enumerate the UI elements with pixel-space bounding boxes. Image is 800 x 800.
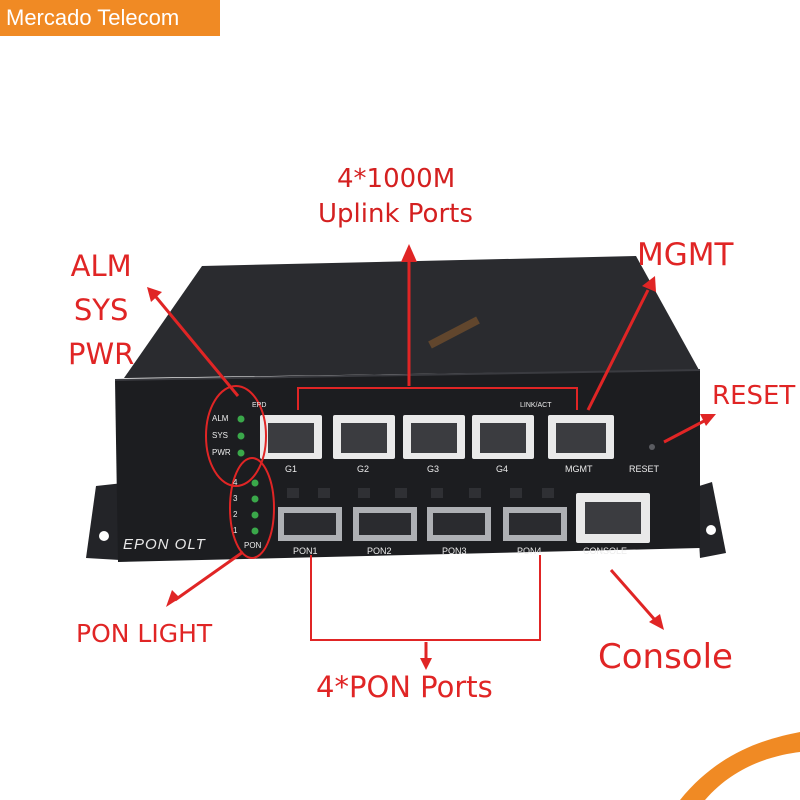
pon-led-2 [251, 511, 259, 519]
pon-led-1 [251, 527, 259, 535]
pon-led-3 [251, 495, 259, 503]
port-label-pon3: PON3 [442, 546, 467, 556]
pon-ports-callout: 4*PON Ports [316, 670, 493, 704]
port-label-pon4: PON4 [517, 546, 542, 556]
watermark-streak [428, 316, 480, 349]
right-ear-hole [706, 525, 716, 535]
console-port-shape [576, 493, 650, 543]
port-label-console: CONSOLE [583, 546, 628, 556]
left-ear-hole [99, 531, 109, 541]
reset-callout: RESET [712, 381, 796, 411]
pon-led-label-4: 4 [233, 478, 238, 487]
pon-led-group-label: PON [244, 541, 262, 550]
sys-led [237, 432, 245, 440]
callout-arrows [147, 244, 716, 670]
port-label-reset: RESET [629, 464, 660, 474]
console-callout: Console [598, 637, 733, 677]
port-label-g1: G1 [285, 464, 298, 474]
pon-tick-marks [287, 488, 554, 498]
port-label-g3: G3 [427, 464, 440, 474]
corner-swoosh-graphic [680, 732, 800, 800]
pon-led-4 [251, 479, 259, 487]
watermark-logo: Mercado Telecom [0, 0, 220, 36]
mgmt-port-shape [548, 415, 614, 459]
uplink-ports-callout: Uplink Ports [318, 199, 473, 229]
right-mounting-ear [696, 482, 726, 558]
alm-led-label: ALM [212, 414, 229, 423]
uplink-bracket [297, 387, 578, 410]
pon-bracket [310, 555, 541, 641]
pwr-led-label: PWR [212, 448, 231, 457]
device-brand-label: EPON OLT [123, 536, 206, 553]
pon-light-callout: PON LIGHT [76, 619, 213, 648]
port-label-g4: G4 [496, 464, 509, 474]
pon-led-label-1: 1 [233, 526, 238, 535]
sys-led-label: SYS [212, 431, 229, 440]
pon-led-oval [229, 457, 275, 559]
epd-label: EPD [252, 402, 267, 409]
chassis-top [124, 256, 699, 378]
pon-sfp-ports [278, 507, 567, 541]
pwr-led [237, 449, 245, 457]
pon-led-label-2: 2 [233, 510, 238, 519]
pon-led-label-3: 3 [233, 494, 238, 503]
status-led-callout: ALM SYS PWR [68, 244, 134, 376]
pwr-callout: PWR [68, 337, 135, 371]
port-label-g2: G2 [357, 464, 370, 474]
uplink-count-callout: 4*1000M [337, 164, 456, 194]
reset-pinhole [649, 444, 655, 450]
uplink-port-group [260, 415, 534, 459]
port-label-pon1: PON1 [293, 546, 318, 556]
link-act-label: LINK/ACT [520, 402, 552, 409]
port-label-pon2: PON2 [367, 546, 392, 556]
mgmt-callout: MGMT [637, 237, 734, 273]
port-label-mgmt: MGMT [565, 464, 593, 474]
alm-led [237, 415, 245, 423]
sys-callout: SYS [73, 293, 129, 327]
status-led-oval [205, 385, 267, 487]
alm-callout: ALM [70, 249, 132, 283]
